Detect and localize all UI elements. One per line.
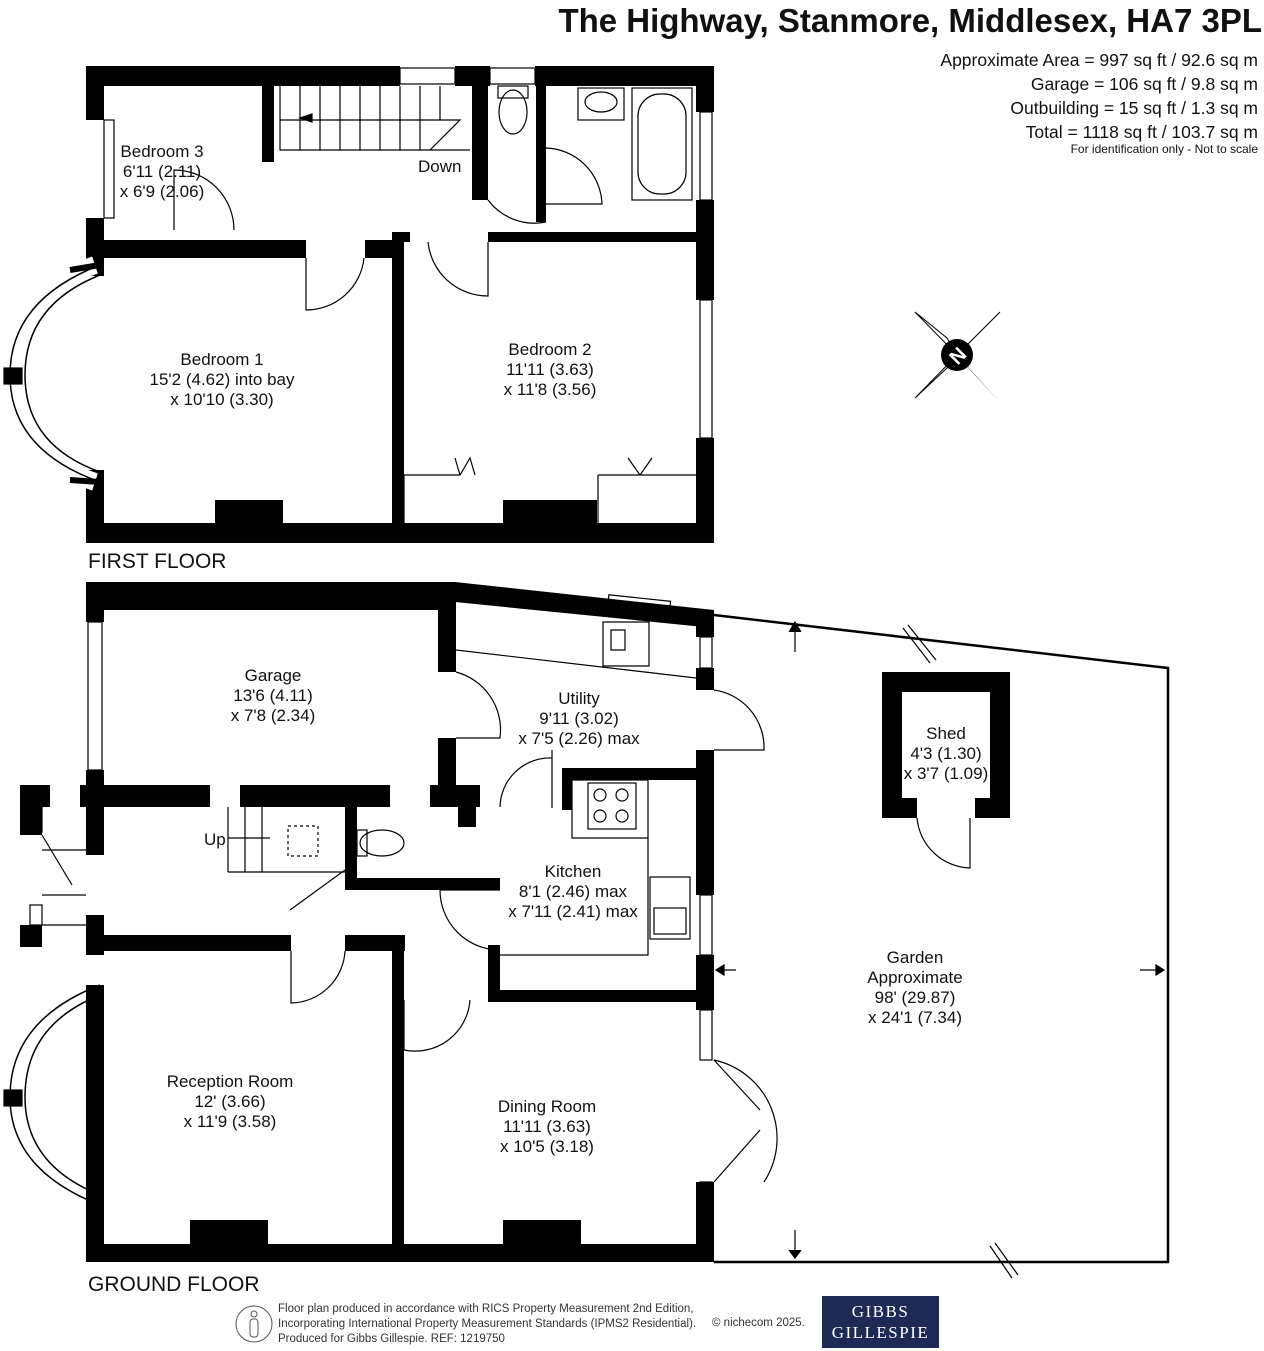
footer-line: Floor plan produced in accordance with R… (278, 1303, 694, 1315)
first-floor-label: FIRST FLOOR (88, 550, 227, 573)
room-dim: 8'1 (2.46) max (518, 882, 628, 901)
room-dim: x 11'9 (3.58) (183, 1112, 277, 1131)
room-dim: 4'3 (1.30) (910, 744, 982, 763)
room-dim: 15'2 (4.62) into bay (149, 370, 295, 389)
room-dim: x 10'10 (3.30) (170, 390, 274, 409)
room-name: Dining Room (497, 1097, 597, 1116)
room-dim: Approximate (867, 968, 963, 987)
ground-floor-details (3, 594, 1170, 1279)
compass-icon (914, 311, 1001, 400)
room-dim: x 7'8 (2.34) (230, 706, 316, 725)
room-dim: x 6'9 (2.06) (119, 182, 205, 201)
footer-line: Incorporating International Property Mea… (278, 1318, 697, 1330)
room-dim: 11'11 (3.63) (503, 1117, 591, 1136)
logo-line: GIBBS (851, 1302, 910, 1321)
room-name: Bedroom 3 (120, 142, 204, 161)
room-bedroom-3: Bedroom 3 6'11 (2.11) x 6'9 (2.06) (120, 142, 205, 202)
room-dim: x 10'5 (3.18) (500, 1137, 594, 1156)
area-total: Total = 1118 sq ft / 103.7 sq m (1025, 122, 1258, 142)
room-dim: x 24'1 (7.34) (868, 1008, 962, 1027)
room-kitchen: Kitchen 8'1 (2.46) max x 7'11 (2.41) max (508, 862, 638, 922)
logo-line: GILLESPIE (831, 1323, 930, 1342)
stairs-up-label: Up (204, 830, 226, 849)
room-dim: 12' (3.66) (194, 1092, 266, 1111)
room-dim: x 3'7 (1.09) (903, 764, 989, 783)
agency-logo: GIBBS GILLESPIE (822, 1296, 939, 1348)
room-reception: Reception Room 12' (3.66) x 11'9 (3.58) (167, 1072, 294, 1132)
room-name: Utility (558, 689, 600, 708)
room-dim: x 7'5 (2.26) max (518, 729, 640, 748)
room-garden: Garden Approximate 98' (29.87) x 24'1 (7… (867, 948, 962, 1028)
room-dining: Dining Room 11'11 (3.63) x 10'5 (3.18) (498, 1097, 596, 1157)
room-name: Bedroom 1 (180, 350, 264, 369)
room-name: Kitchen (544, 862, 602, 881)
room-dim: 11'11 (3.63) (506, 360, 594, 379)
area-approximate: Approximate Area = 997 sq ft / 92.6 sq m (940, 50, 1258, 70)
room-bedroom-2: Bedroom 2 11'11 (3.63) x 11'8 (3.56) (504, 340, 597, 400)
ground-floor-walls (20, 582, 1010, 1262)
room-name: Garage (244, 666, 302, 685)
scale-note: For identification only - Not to scale (1070, 142, 1258, 156)
room-bedroom-1: Bedroom 1 15'2 (4.62) into bay x 10'10 (… (149, 350, 294, 410)
footer-notes: Floor plan produced in accordance with R… (278, 1302, 696, 1347)
room-garage: Garage 13'6 (4.11) x 7'8 (2.34) (231, 666, 316, 726)
room-dim: 98' (29.87) (874, 988, 956, 1007)
first-floor-walls (86, 66, 714, 543)
property-title: The Highway, Stanmore, Middlesex, HA7 3P… (558, 2, 1262, 39)
room-name: Bedroom 2 (508, 340, 592, 359)
first-floor-details (0, 67, 713, 523)
room-dim: 9'11 (3.02) (539, 709, 619, 728)
copyright: © nichecom 2025. (712, 1317, 805, 1329)
room-shed: Shed 4'3 (1.30) x 3'7 (1.09) (904, 724, 989, 784)
room-dim: 6'11 (2.11) (122, 162, 202, 181)
room-name: Garden (886, 948, 944, 967)
room-utility: Utility 9'11 (3.02) x 7'5 (2.26) max (518, 689, 639, 749)
footer-line: Produced for Gibbs Gillespie. REF: 12197… (278, 1333, 505, 1345)
area-garage: Garage = 106 sq ft / 9.8 sq m (1030, 74, 1258, 94)
stairs-down-label: Down (418, 157, 462, 176)
area-outbuilding: Outbuilding = 15 sq ft / 1.3 sq m (1010, 98, 1258, 118)
person-icon (235, 1305, 273, 1343)
room-dim: 13'6 (4.11) (233, 686, 313, 705)
room-name: Reception Room (166, 1072, 294, 1091)
ground-floor-label: GROUND FLOOR (88, 1273, 260, 1296)
room-dim: x 7'11 (2.41) max (508, 902, 638, 921)
room-name: Shed (926, 724, 966, 743)
room-dim: x 11'8 (3.56) (503, 380, 597, 399)
